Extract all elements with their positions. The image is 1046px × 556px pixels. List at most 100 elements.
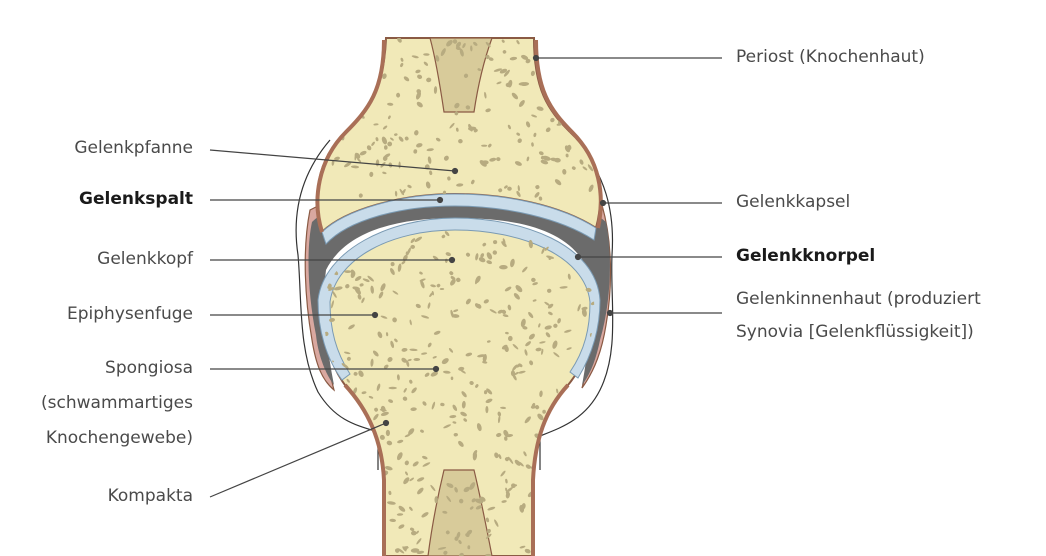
- spongiosa-pore: [561, 468, 567, 474]
- spongiosa-pore: [363, 473, 367, 478]
- spongiosa-pore: [451, 377, 454, 381]
- spongiosa-pore: [331, 525, 340, 528]
- spongiosa-pore: [361, 524, 367, 530]
- spongiosa-pore: [367, 46, 376, 51]
- spongiosa-pore: [372, 515, 377, 522]
- spongiosa-pore: [337, 392, 341, 397]
- spongiosa-pore: [582, 84, 590, 93]
- label-gelenkinnenhaut-line1: Gelenkinnenhaut (produziert: [736, 288, 981, 310]
- spongiosa-pore: [367, 509, 372, 512]
- spongiosa-pore: [354, 463, 360, 472]
- spongiosa-pore: [357, 76, 364, 81]
- spongiosa-pore: [550, 477, 553, 481]
- label-gelenkkapsel: Gelenkkapsel: [736, 191, 850, 213]
- spongiosa-pore: [589, 497, 595, 504]
- spongiosa-pore: [536, 466, 544, 473]
- spongiosa-pore: [563, 64, 567, 68]
- spongiosa-pore: [342, 44, 348, 51]
- spongiosa-pore: [554, 492, 558, 494]
- spongiosa-pore: [571, 539, 574, 546]
- spongiosa-pore: [341, 105, 346, 110]
- spongiosa-pore: [344, 59, 349, 64]
- spongiosa-pore: [353, 38, 356, 46]
- spongiosa-pore: [334, 476, 339, 481]
- spongiosa-pore: [374, 482, 380, 488]
- label-gelenkspalt: Gelenkspalt: [79, 188, 193, 210]
- spongiosa-pore: [362, 473, 366, 478]
- spongiosa-pore: [321, 484, 330, 490]
- spongiosa-pore: [347, 109, 351, 117]
- spongiosa-pore: [573, 56, 581, 61]
- spongiosa-pore: [538, 481, 542, 486]
- spongiosa-pore: [558, 473, 563, 478]
- spongiosa-pore: [576, 41, 585, 49]
- spongiosa-pore: [581, 63, 586, 66]
- spongiosa-pore: [339, 45, 348, 53]
- spongiosa-pore: [349, 545, 356, 548]
- spongiosa-pore: [365, 62, 368, 66]
- spongiosa-pore: [581, 52, 587, 56]
- spongiosa-pore: [325, 471, 331, 477]
- spongiosa-pore: [548, 492, 553, 499]
- spongiosa-pore: [570, 436, 574, 445]
- spongiosa-pore: [592, 39, 596, 43]
- spongiosa-pore: [340, 490, 346, 496]
- leader-kompakta: [210, 423, 386, 497]
- spongiosa-pore: [353, 64, 361, 73]
- spongiosa-pore: [327, 552, 332, 556]
- spongiosa-pore: [563, 505, 571, 511]
- spongiosa-pore: [564, 103, 571, 110]
- spongiosa-pore: [389, 387, 397, 389]
- spongiosa-pore: [555, 453, 560, 459]
- spongiosa-pore: [370, 498, 374, 503]
- spongiosa-pore: [564, 107, 568, 110]
- spongiosa-pore: [364, 521, 371, 525]
- spongiosa-pore: [367, 68, 373, 73]
- spongiosa-pore: [321, 122, 330, 129]
- spongiosa-pore: [341, 59, 348, 66]
- spongiosa-pore: [499, 265, 508, 269]
- spongiosa-pore: [568, 392, 574, 400]
- spongiosa-pore: [334, 78, 338, 84]
- spongiosa-pore: [318, 114, 325, 120]
- spongiosa-pore: [337, 445, 342, 450]
- spongiosa-pore: [337, 387, 342, 395]
- spongiosa-pore: [558, 414, 562, 421]
- spongiosa-pore: [570, 397, 575, 403]
- spongiosa-pore: [585, 89, 589, 95]
- spongiosa-pore: [318, 95, 325, 100]
- spongiosa-pore: [347, 103, 352, 106]
- spongiosa-pore: [325, 41, 333, 49]
- spongiosa-pore: [365, 44, 375, 52]
- spongiosa-pore: [334, 446, 340, 453]
- spongiosa-pore: [566, 93, 571, 96]
- spongiosa-pore: [346, 39, 352, 45]
- spongiosa-pore: [445, 259, 448, 263]
- spongiosa-pore: [565, 112, 570, 118]
- label-spongiosa-line3: Knochengewebe): [46, 427, 193, 449]
- spongiosa-pore: [337, 505, 346, 514]
- spongiosa-pore: [591, 138, 596, 141]
- spongiosa-pore: [593, 79, 599, 85]
- spongiosa-pore: [594, 143, 600, 148]
- label-periost: Periost (Knochenhaut): [736, 46, 925, 68]
- spongiosa-pore: [571, 123, 581, 131]
- spongiosa-pore: [548, 501, 553, 507]
- spongiosa-pore: [576, 490, 583, 495]
- spongiosa-pore: [373, 535, 376, 541]
- spongiosa-pore: [582, 89, 589, 97]
- spongiosa-pore: [332, 403, 334, 410]
- label-spongiosa-line1: Spongiosa: [105, 357, 193, 379]
- spongiosa-pore: [561, 105, 567, 111]
- label-gelenkknorpel: Gelenkknorpel: [736, 245, 875, 267]
- spongiosa-pore: [330, 436, 334, 444]
- spongiosa-pore: [339, 550, 343, 555]
- spongiosa-pore: [595, 109, 599, 118]
- spongiosa-pore: [364, 37, 368, 44]
- spongiosa-pore: [329, 503, 335, 509]
- label-kompakta: Kompakta: [108, 485, 193, 507]
- spongiosa-pore: [556, 461, 562, 467]
- spongiosa-pore: [570, 384, 578, 389]
- spongiosa-pore: [554, 534, 559, 540]
